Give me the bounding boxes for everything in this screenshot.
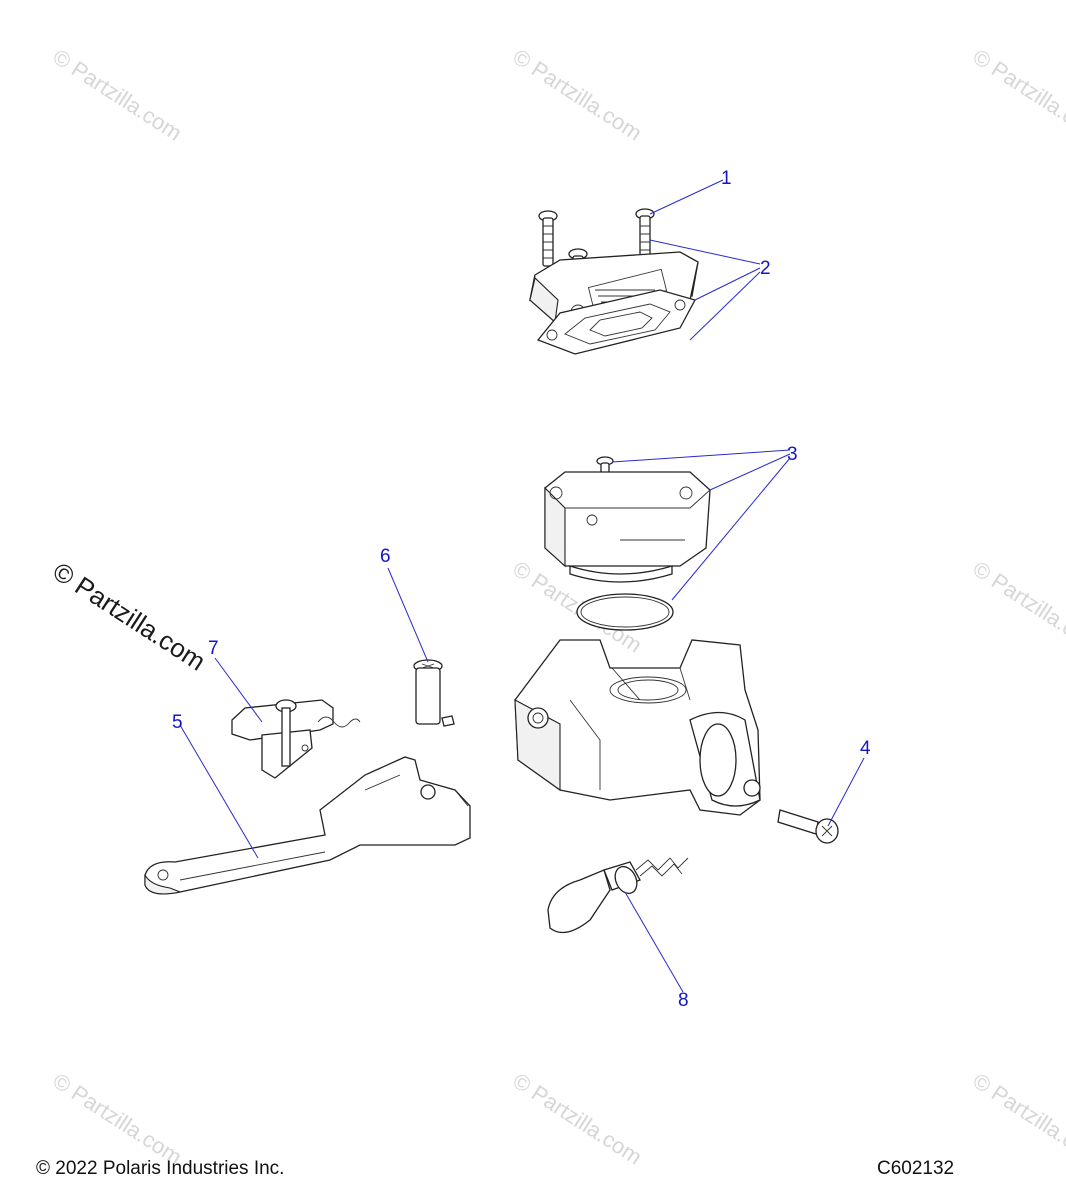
- master-cylinder-housing: [514, 639, 761, 816]
- callout-7: 7: [208, 638, 219, 659]
- callouts: 1 2 3 4 5 6 7 8: [172, 168, 871, 1011]
- callout-6: 6: [380, 546, 391, 567]
- reservoir-cover: [529, 251, 699, 324]
- reservoir-body: [544, 456, 711, 583]
- clamp-screw: [777, 809, 839, 844]
- callout-5: 5: [172, 712, 183, 733]
- o-ring: [576, 593, 674, 631]
- pivot-pin: [413, 659, 455, 727]
- exploded-view: 1 2 3 4 5 6 7 8: [144, 168, 871, 1011]
- piston-assembly: [547, 857, 689, 934]
- copyright-text: © 2022 Polaris Industries Inc.: [36, 1158, 285, 1179]
- callout-1: 1: [721, 168, 732, 189]
- callout-3: 3: [787, 444, 798, 465]
- callout-4: 4: [860, 738, 871, 759]
- callout-2: 2: [760, 258, 771, 279]
- diagram-code: C602132: [877, 1158, 955, 1179]
- leader-lines: [179, 179, 865, 993]
- brake-lever: [144, 756, 471, 895]
- brake-switch: [231, 699, 361, 779]
- callout-8: 8: [678, 990, 689, 1011]
